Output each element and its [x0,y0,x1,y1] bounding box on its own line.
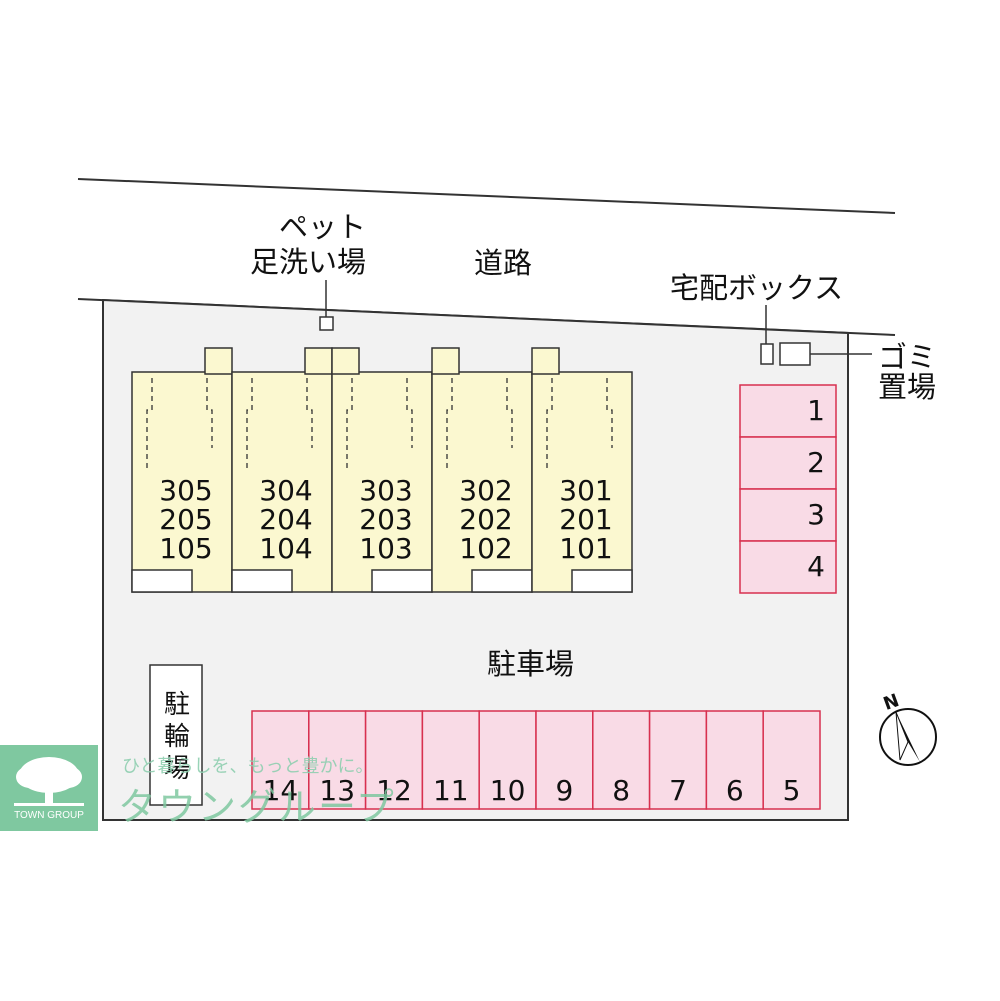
parking-slot-number: 8 [612,774,631,807]
room-number: 304 [259,474,313,507]
room-number: 102 [459,532,513,565]
road-label: 道路 [474,246,533,280]
bicycle-label-3: 場 [163,754,190,784]
building-unit [531,347,633,593]
room-number: 302 [459,474,513,507]
parking-slot-number: 14 [262,774,299,807]
building-unit [231,347,333,593]
room-number: 305 [159,474,213,507]
parking-slot-number: 5 [782,774,801,807]
parking-slot [739,384,837,438]
logo-text: TOWN GROUP [14,810,84,821]
parking-slot [251,710,310,810]
parking-slot [308,710,367,810]
room-number: 303 [359,474,413,507]
building-unit [431,347,533,593]
town-group-logo [0,745,98,831]
pet-wash-label-line2: 足洗い場 [250,245,367,279]
watermark-brand: タウングループ [118,785,396,829]
room-number: 205 [159,503,213,536]
parking-slot-number: 7 [669,774,687,807]
bicycle-label-2: 輪 [163,722,190,752]
room-number: 103 [359,532,413,565]
room-number: 101 [559,532,613,565]
tree-icon [14,757,84,806]
room-number: 301 [559,474,613,507]
parking-slot [421,710,480,810]
parking-slot [739,436,837,490]
delivery-box-marker [760,343,774,365]
watermark-tagline: ひと暮らしを、もっと豊かに。 [122,756,374,777]
delivery-box-label: 宅配ボックス [670,271,844,305]
parking-slot-number: 2 [807,446,825,479]
parking-slot-number: 4 [807,550,825,583]
parking-slot [592,710,651,810]
room-number: 202 [459,503,513,536]
parking-slot-number: 9 [555,774,574,807]
parking-slot [739,488,837,542]
building-unit [131,347,233,593]
room-number: 201 [559,503,613,536]
room-number: 203 [359,503,413,536]
parking-slot-number: 12 [376,774,412,807]
parking-slot [762,710,821,810]
parking-slot-number: 11 [432,774,469,807]
parking-slot [739,540,837,594]
parking-label: 駐車場 [487,647,575,681]
bicycle-label-1: 駐 [163,690,190,720]
parking-slot [364,710,424,810]
parking-slot-number: 10 [489,774,526,807]
room-number: 105 [159,532,213,565]
bicycle-parking-area [149,664,203,806]
garbage-label-line2: 置場 [878,370,937,404]
compass-icon [879,708,937,766]
parking-slot [648,710,708,810]
parking-slot-number: 13 [319,774,356,807]
pet-wash-label-line1: ペット [279,210,367,244]
room-number: 104 [259,532,313,565]
garbage-area-marker [779,342,811,366]
room-number: 204 [259,503,313,536]
parking-slot-number: 1 [807,394,825,427]
parking-slot [535,710,594,810]
parking-slot-number: 6 [725,774,744,807]
parking-slot-number: 3 [807,498,825,531]
parking-slot [478,710,537,810]
road-edge-north [77,178,896,214]
pet-foot-wash-marker [319,316,334,331]
garbage-label-line1: ゴミ [878,340,937,374]
